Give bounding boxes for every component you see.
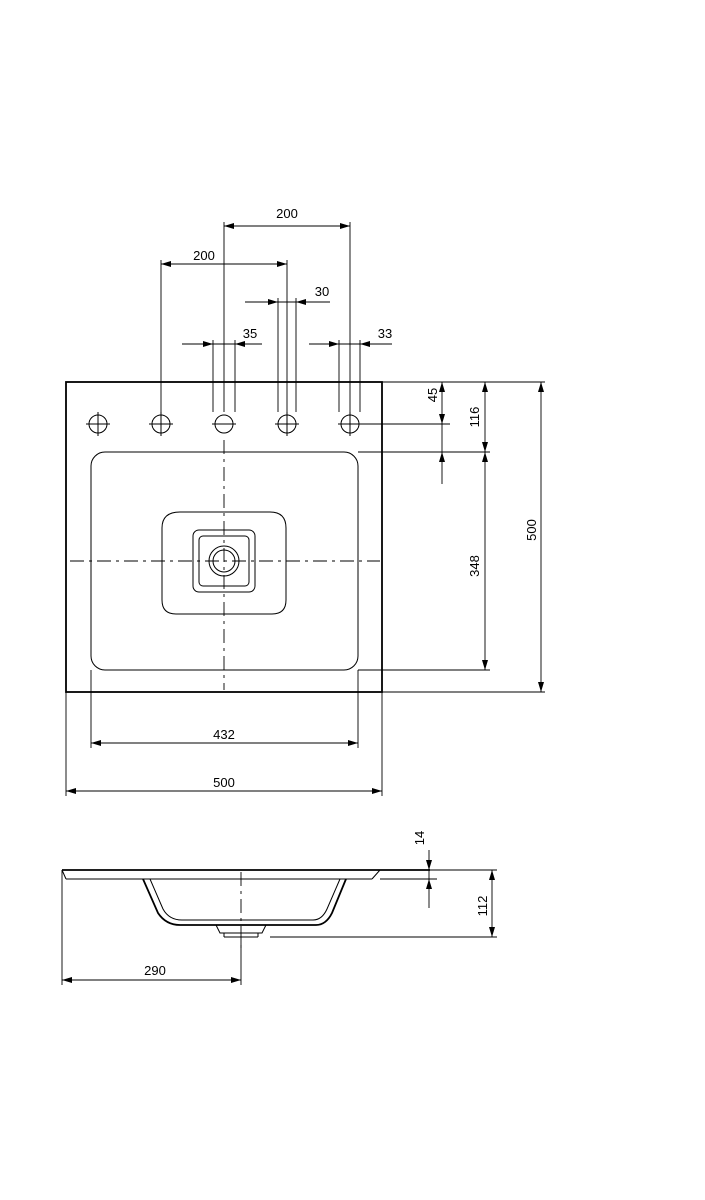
tap-holes [86, 412, 362, 436]
dim-deck-thickness: 14 [412, 831, 427, 845]
dim-hole-spacing-right: 200 [276, 206, 298, 221]
dim-back-to-hole: 45 [425, 388, 440, 402]
basin-outline [65, 381, 383, 693]
dim-total-height: 112 [475, 896, 490, 917]
dim-drain-offset: 290 [144, 963, 166, 978]
dim-hole-35: 35 [243, 326, 257, 341]
dim-overall-depth: 500 [524, 519, 539, 541]
dim-back-to-bowl: 116 [467, 407, 482, 428]
dim-overall-width: 500 [213, 775, 235, 790]
dim-hole-33: 33 [378, 326, 392, 341]
side-view: 290 14 112 [61, 831, 497, 985]
dim-bowl-width: 432 [213, 727, 235, 742]
bowl-profile [142, 878, 347, 926]
dim-hole-spacing-left: 200 [193, 248, 215, 263]
dim-hole-30: 30 [315, 284, 329, 299]
top-view: 200 200 30 35 33 45 [65, 206, 545, 796]
drain-recess [161, 511, 287, 615]
dim-bowl-depth: 348 [467, 555, 482, 577]
